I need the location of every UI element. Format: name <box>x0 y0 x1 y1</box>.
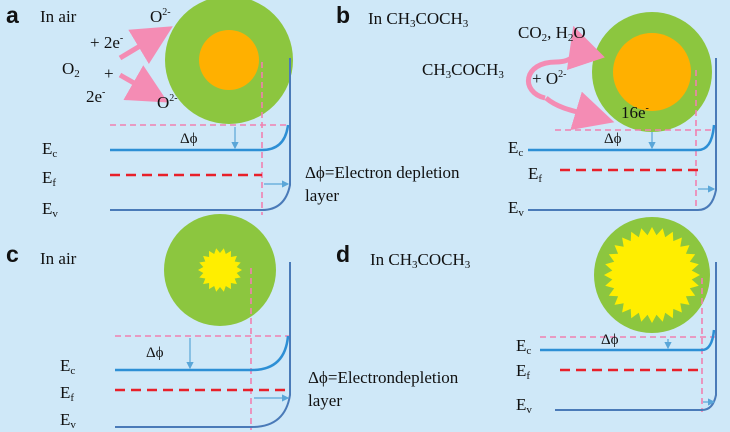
panel-b-ef-label: Ef <box>528 164 543 185</box>
panel-b-ec-label: Ec <box>508 138 524 159</box>
panel-a-plus: + <box>104 64 114 83</box>
panel-a-arrow-upper <box>118 26 173 65</box>
panel-c-core <box>198 248 242 292</box>
panel-c-dphi-label: Δϕ <box>146 345 164 361</box>
panel-a-o2-label: O2 <box>62 59 80 80</box>
panel-b-dphi-label: Δϕ <box>604 131 622 147</box>
panel-d-dphi-label: Δϕ <box>601 332 619 348</box>
panel-b-env-label: In CH3COCH3 <box>368 9 469 30</box>
panel-a-ev-label: Ev <box>42 199 58 220</box>
legend-top-line1: Δϕ=Electron depletion <box>305 163 460 182</box>
panel-a-core <box>199 30 259 90</box>
panel-c-axis <box>115 262 291 428</box>
panel-c-letter: c <box>6 241 19 267</box>
panel-a-arrow-lower <box>118 65 169 103</box>
panel-b-axis <box>528 58 717 211</box>
panel-a-ec-band <box>110 124 290 152</box>
panel-d-ef-label: Ef <box>516 361 531 382</box>
panel-c-env-label: In air <box>40 249 77 268</box>
panel-d-env-label: In CH3COCH3 <box>370 250 471 271</box>
panel-b-electrons: 16e- <box>621 103 649 122</box>
panel-d-ec-label: Ec <box>516 336 532 357</box>
panel-d-core <box>604 227 700 323</box>
panel-b-ec-band <box>528 124 716 152</box>
panel-b-arrow-to-particle <box>544 91 615 130</box>
panel-c-ef-label: Ef <box>60 383 75 404</box>
panel-b-ev-label: Ev <box>508 198 524 219</box>
panel-d-ec-band <box>540 329 716 352</box>
panel-c-graphics <box>115 214 291 430</box>
legend-bottom-line2: layer <box>308 391 342 410</box>
panel-a-axis <box>110 58 291 211</box>
panel-a-letter: a <box>6 2 19 28</box>
panel-b-plus-o-ion: + O2- <box>532 69 567 88</box>
panel-c-ev-label: Ev <box>60 410 76 431</box>
panel-b-core <box>613 33 691 111</box>
panel-d-axis <box>555 262 717 411</box>
panel-b-cycle-arrow <box>526 25 605 101</box>
panel-b-products: CO2, H2O <box>518 23 586 44</box>
legend-bottom-line1: Δϕ=Electrondepletion <box>308 368 459 387</box>
panel-a-o-ion-upper: O2- <box>150 7 171 26</box>
legend-top-line2: layer <box>305 186 339 205</box>
panel-a-env-label: In air <box>40 7 77 26</box>
panel-a-graphics <box>110 0 293 215</box>
panel-b-reactant: CH3COCH3 <box>422 60 504 81</box>
panel-a-ef-label: Ef <box>42 168 57 189</box>
panel-b-graphics <box>526 12 717 211</box>
panel-b-letter: b <box>336 2 351 28</box>
panel-d-letter: d <box>336 241 351 267</box>
panel-a-electron-lower: 2e- <box>86 87 106 106</box>
panel-d-graphics <box>540 217 717 412</box>
panel-a-electron-upper: + 2e- <box>90 33 124 52</box>
panel-c-ec-label: Ec <box>60 356 76 377</box>
panel-a-dphi-label: Δϕ <box>180 131 198 147</box>
panel-a-o-ion-lower: O2- <box>157 93 178 112</box>
panel-a-ec-label: Ec <box>42 139 58 160</box>
panel-d-ev-label: Ev <box>516 395 532 416</box>
panel-c-ec-band <box>115 335 290 372</box>
